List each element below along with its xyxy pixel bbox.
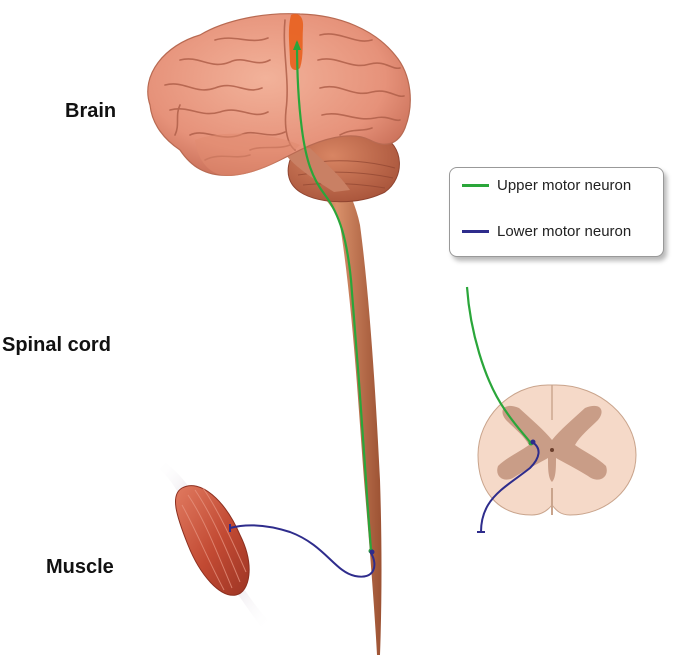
muscle-label: Muscle [46, 556, 114, 578]
legend-label-upper: Upper motor neuron [497, 177, 632, 194]
lower-motor-neuron-swatch [462, 230, 489, 233]
brain-label: Brain [65, 100, 117, 122]
brain-stem [282, 148, 350, 192]
spinal-cord-cross-section [477, 384, 637, 516]
legend: Upper motor neuron Lower motor neuron [449, 167, 664, 257]
legend-item-lower-motor-neuron: Lower motor neuron [462, 223, 631, 240]
spinal-cord-label: Spinal cord [2, 334, 111, 356]
brain [147, 13, 411, 177]
legend-item-upper-motor-neuron: Upper motor neuron [462, 177, 631, 194]
lower-motor-neuron [229, 439, 540, 578]
legend-label-lower: Lower motor neuron [497, 223, 632, 240]
muscle [158, 462, 270, 628]
spinal-cord [300, 172, 382, 655]
upper-motor-neuron-swatch [462, 184, 489, 187]
